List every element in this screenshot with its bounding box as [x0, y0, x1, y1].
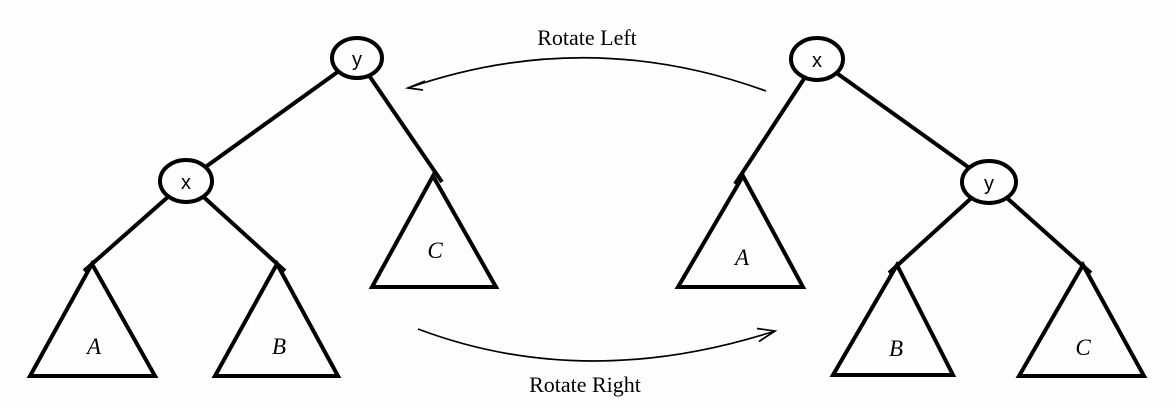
right-subtree-b-label: B — [889, 336, 903, 361]
left-node-y-circle — [330, 36, 384, 80]
left-subtree-b-triangle — [211, 259, 342, 378]
left-subtree-a-label: A — [85, 334, 102, 359]
rotate-left-arrowhead-icon — [404, 80, 426, 91]
right-subtree-c-triangle — [1015, 260, 1148, 378]
left-subtree-a-triangle — [26, 259, 159, 378]
right-node-y-label: y — [984, 173, 994, 195]
left-node-x-circle — [158, 158, 214, 204]
left-edge-y-to-x — [184, 56, 359, 183]
rotate-right-arrow-curve — [417, 328, 776, 362]
rotate-left-arrow: Rotate Left — [404, 25, 767, 92]
right-subtree-a-triangle — [674, 171, 807, 289]
right-edge-x-to-subtree-a — [733, 57, 819, 186]
rotate-right-label: Rotate Right — [529, 372, 641, 397]
left-subtree-c-label: C — [427, 238, 443, 263]
right-subtree-b-triangle — [829, 260, 957, 377]
right-tree: x y A B C — [674, 36, 1148, 378]
left-node-y-label: y — [352, 49, 362, 71]
left-edge-y-to-subtree-c — [355, 56, 444, 184]
right-edge-x-to-y — [815, 57, 991, 184]
right-node-x-label: x — [812, 50, 822, 72]
right-subtree-c-label: C — [1075, 335, 1091, 360]
rotate-left-arrow-curve — [407, 56, 767, 92]
left-subtree-c-triangle — [368, 171, 500, 289]
left-tree: y x A B C — [26, 36, 500, 378]
right-node-y-circle — [960, 159, 1018, 205]
rotate-left-label: Rotate Left — [537, 25, 637, 50]
right-subtree-a-label: A — [733, 245, 750, 270]
rotate-right-arrow: Rotate Right — [417, 327, 778, 397]
left-node-x-label: x — [181, 172, 191, 194]
right-node-x-circle — [789, 36, 845, 82]
rotate-right-arrowhead-icon — [756, 327, 778, 343]
left-subtree-b-label: B — [272, 334, 286, 359]
